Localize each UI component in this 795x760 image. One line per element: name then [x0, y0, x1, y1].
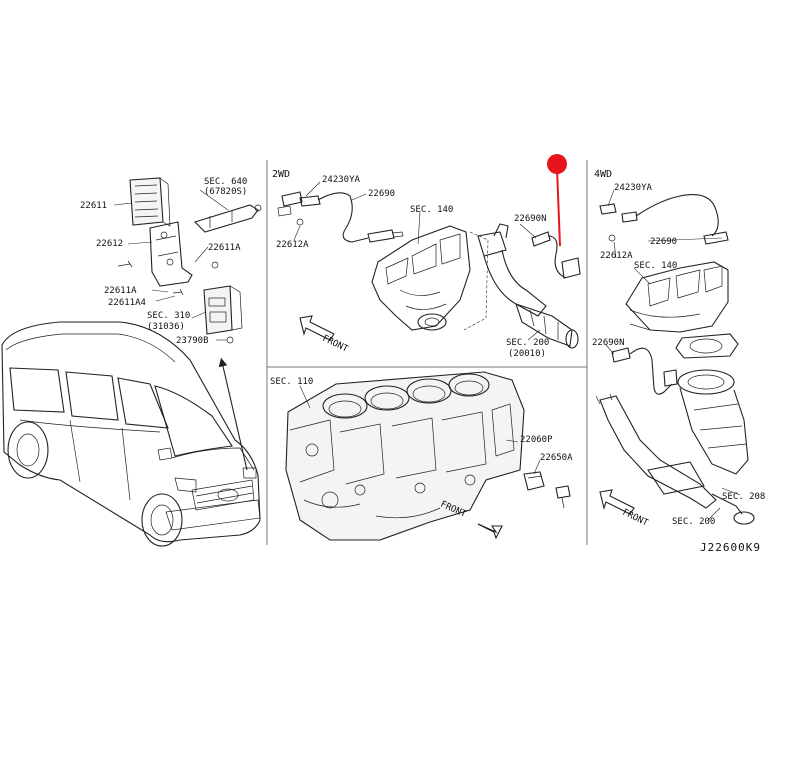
label-sec140-4wd: SEC. 140	[634, 261, 677, 271]
front-arrow-4wd: FRONT	[599, 489, 650, 529]
label-22611A4: 22611A4	[108, 298, 146, 308]
sensor-harness-4wd	[599, 194, 729, 245]
leaders-block	[299, 385, 541, 475]
catalyst-pipe-2wd	[477, 223, 579, 349]
label-front-2wd: FRONT	[321, 334, 350, 355]
drive-4wd: 4WD	[594, 169, 612, 180]
label-sec110: SEC. 110	[270, 377, 313, 387]
label-sec640-code: (67820S)	[204, 187, 247, 197]
ecm-unit	[129, 177, 171, 227]
label-24230YA-4wd: 24230YA	[614, 183, 653, 193]
leaders-left	[113, 189, 229, 341]
label-22612A-2wd: 22612A	[276, 240, 309, 250]
panel-2wd: 2WD	[272, 154, 581, 359]
label-sec208-4wd: SEC. 208	[722, 492, 765, 502]
label-22612: 22612	[96, 239, 123, 249]
red-marker-pin	[547, 154, 567, 247]
label-22611: 22611	[80, 201, 107, 211]
label-sec200-code-2wd: (20010)	[508, 349, 546, 359]
van-illustration	[1, 321, 261, 547]
label-22690-2wd: 22690	[368, 189, 395, 199]
label-24230YA-2wd: 24230YA	[322, 175, 361, 185]
label-22060P: 22060P	[520, 435, 553, 445]
label-22611A: 22611A	[208, 243, 241, 253]
knock-sensor	[523, 471, 571, 509]
cylinder-block	[285, 371, 525, 541]
label-22690N-4wd: 22690N	[592, 338, 625, 348]
label-front-4wd: FRONT	[621, 508, 650, 529]
diagram-code: J22600K9	[700, 541, 761, 554]
label-sec310-code: (31036)	[147, 322, 185, 332]
ecm-bracket	[149, 221, 193, 287]
catalyst-4wd	[595, 369, 755, 525]
panel-dividers	[266, 160, 588, 545]
label-22690-4wd: 22690	[650, 237, 677, 247]
label-sec200-2wd: SEC. 200	[506, 338, 549, 348]
label-sec640: SEC. 640	[204, 177, 247, 187]
panel-4wd: 4WD	[592, 169, 765, 529]
sensor-harness-2wd	[277, 191, 404, 243]
gasket-4wd	[675, 333, 739, 359]
panel-engine-block: SEC. 110 22060P 22650A FRONT	[270, 371, 573, 541]
sensor-22690N-4wd	[611, 347, 678, 395]
label-22650A: 22650A	[540, 453, 573, 463]
label-22690N-2wd: 22690N	[514, 214, 547, 224]
sec640-bracket	[193, 204, 262, 233]
tcm-module	[203, 285, 243, 335]
exhaust-manifold-2wd	[371, 225, 489, 331]
leaders-4wd	[605, 189, 741, 521]
label-22611A-b: 22611A	[104, 286, 137, 296]
label-22612A-4wd: 22612A	[600, 251, 633, 261]
leaders-2wd	[293, 181, 541, 341]
drive-2wd: 2WD	[272, 169, 290, 180]
exhaust-manifold-4wd	[625, 261, 729, 333]
sensor-22690N-2wd	[531, 231, 581, 279]
panel-ecm: 22611 22612 22611A 22611A 22611A4 SEC. 6…	[80, 177, 262, 346]
label-23790B: 23790B	[176, 336, 209, 346]
front-arrow-2wd: FRONT	[299, 315, 350, 355]
label-sec310: SEC. 310	[147, 311, 190, 321]
label-sec140-2wd: SEC. 140	[410, 205, 453, 215]
label-sec200-4wd: SEC. 200	[672, 517, 715, 527]
